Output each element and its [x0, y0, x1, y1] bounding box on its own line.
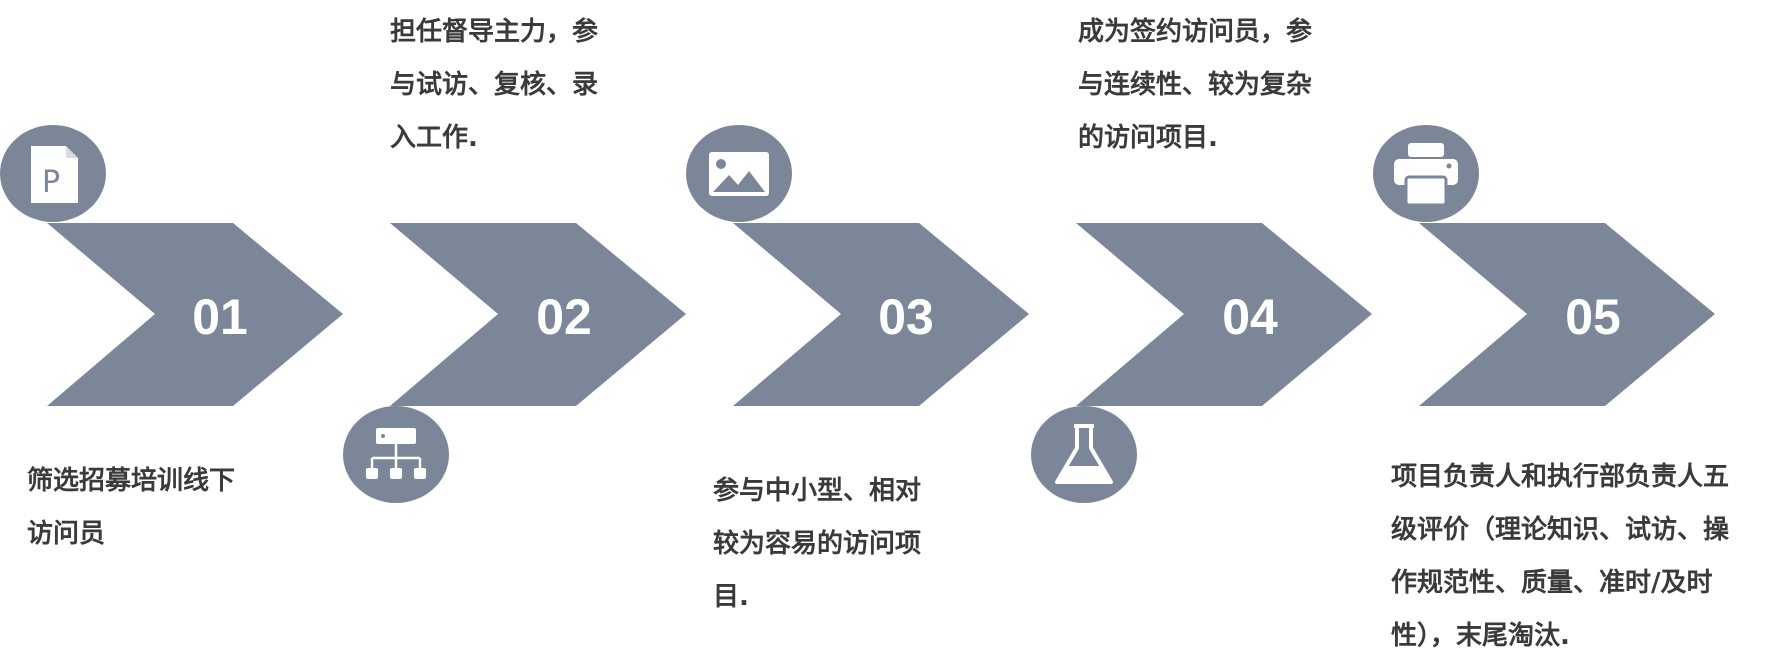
flask-icon: [1031, 406, 1137, 503]
chevron-shape: [390, 223, 686, 406]
chevron-shape: [733, 223, 1029, 406]
step-number: 03: [878, 289, 934, 345]
picture-icon: [686, 125, 792, 222]
step-2-description: 担任督导主力，参 与试访、复核、录 入工作.: [390, 17, 599, 153]
step-1-description: 筛选招募培训线下 访问员: [27, 466, 236, 549]
document-p-icon: P: [0, 125, 106, 222]
chevron-step-1: 01: [47, 223, 343, 406]
step-number: 01: [192, 289, 248, 345]
chevron-shape: [1419, 223, 1715, 406]
step-5-description: 项目负责人和执行部负责人五 级评价（理论知识、试访、操 作规范性、质量、准时/及…: [1391, 462, 1730, 651]
step-3-description: 参与中小型、相对 较为容易的访问项 目.: [713, 476, 922, 612]
step-number: 05: [1565, 289, 1621, 345]
org-chart-icon: [343, 406, 449, 503]
printer-icon: [1373, 125, 1479, 222]
chevron-step-4: 04: [1076, 223, 1372, 406]
step-number: 02: [536, 289, 592, 345]
chevron-step-5: 05: [1419, 223, 1715, 406]
svg-text:P: P: [42, 165, 60, 200]
step-4-description: 成为签约访问员，参 与连续性、较为复杂 的访问项目.: [1078, 17, 1313, 153]
chevron-step-3: 03: [733, 223, 1029, 406]
chevron-shape: [1076, 223, 1372, 406]
chevron-step-2: 02: [390, 223, 686, 406]
step-number: 04: [1222, 289, 1278, 345]
chevron-shape: [47, 223, 343, 406]
